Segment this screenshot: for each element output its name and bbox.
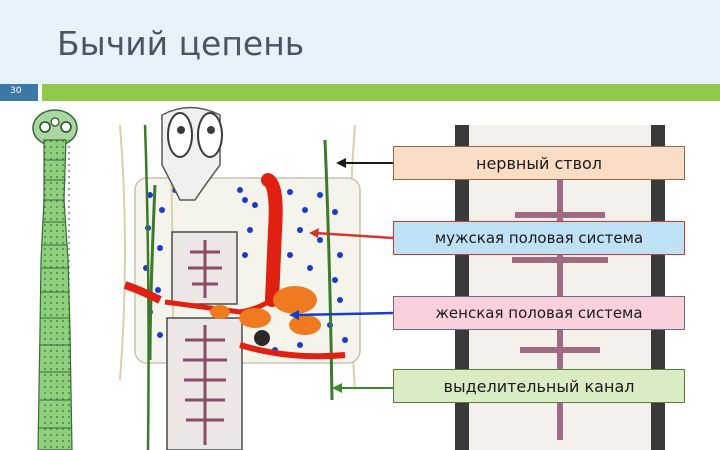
- label-female-reproductive-system: женская половая система: [393, 296, 685, 330]
- label-nerve-trunk: нервный ствол: [393, 146, 685, 180]
- title-area: [0, 0, 720, 85]
- label-male-reproductive-system: мужская половая система: [393, 221, 685, 255]
- slide-number-box: 30: [0, 84, 38, 101]
- slide-title: Бычий цепень: [57, 24, 305, 63]
- ovary: [210, 286, 321, 335]
- pointer-excretory-canal: [332, 383, 393, 393]
- label-excretory-canal: выделительный канал: [393, 369, 685, 403]
- pointer-female-system: [289, 310, 394, 320]
- excretory-canal-right: [323, 139, 334, 401]
- excretory-canal-left: [148, 184, 157, 361]
- uterus-lower: [183, 325, 227, 445]
- uterus-upper: [188, 240, 222, 298]
- whole-worm-figure: [32, 109, 78, 450]
- slide-number: 30: [10, 86, 22, 96]
- male-duct: [261, 173, 283, 307]
- pointer-male-system: [309, 228, 394, 240]
- pointer-nerve-trunk: [336, 158, 393, 168]
- proglottid-figure: [119, 106, 361, 450]
- title-rule: [42, 84, 720, 101]
